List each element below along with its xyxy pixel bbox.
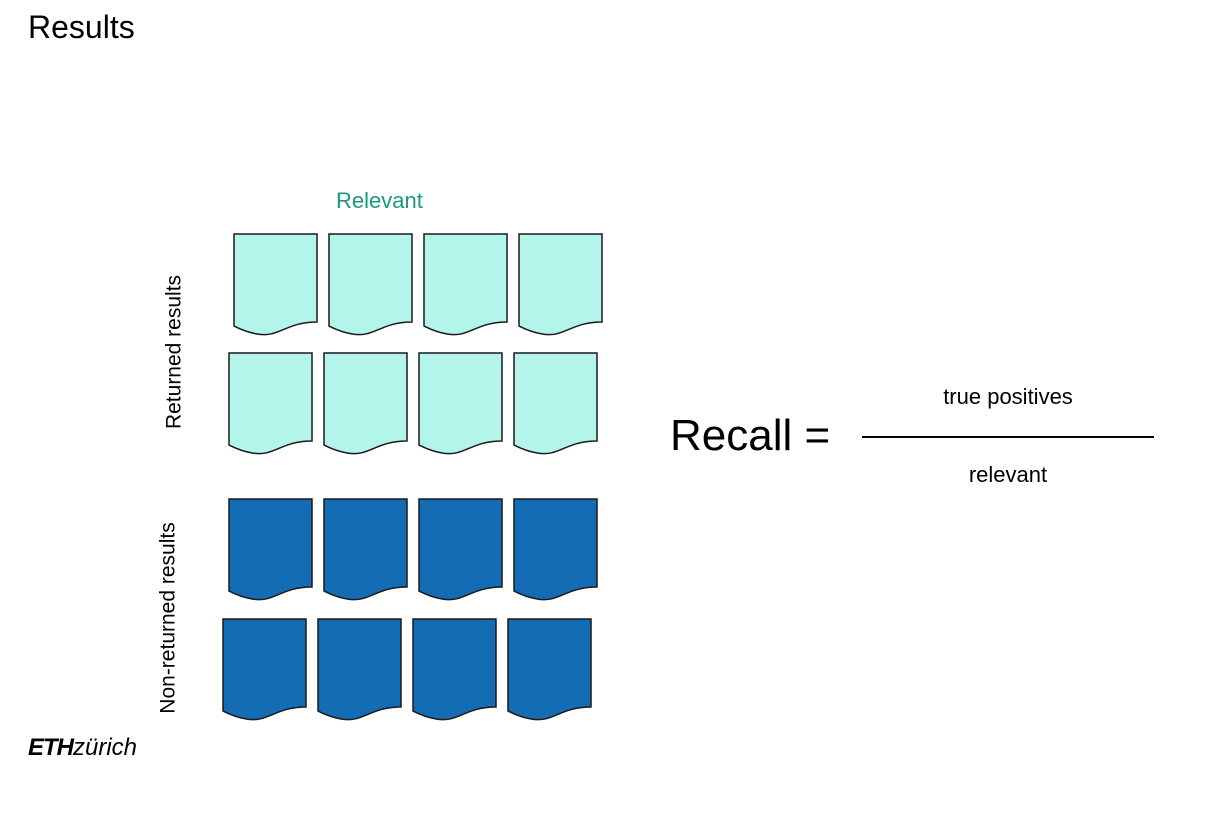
recall-lhs: Recall = <box>670 411 831 460</box>
document-icon <box>418 352 503 455</box>
document-icon <box>228 352 313 455</box>
document-icon <box>233 233 318 336</box>
fraction-line <box>862 436 1154 438</box>
document-icon <box>317 618 402 721</box>
formula-denominator: relevant <box>968 462 1048 487</box>
eth-zurich-logo: ETHzürich <box>28 734 137 763</box>
document-icon <box>228 498 313 601</box>
document-icon <box>507 618 592 721</box>
document-icon <box>513 498 598 601</box>
document-icon <box>323 352 408 455</box>
document-icon <box>222 618 307 721</box>
document-icon <box>412 618 497 721</box>
document-icon <box>513 352 598 455</box>
eth-logo-bold: ETH <box>28 734 74 761</box>
relevant-column-label: Relevant <box>336 188 423 213</box>
document-icon <box>418 498 503 601</box>
slide-title: Results <box>28 9 135 45</box>
document-icon <box>518 233 603 336</box>
document-icon <box>323 498 408 601</box>
eth-logo-light: zürich <box>73 734 138 761</box>
document-icon <box>328 233 413 336</box>
document-icon <box>423 233 508 336</box>
formula-numerator: true positives <box>943 384 1073 409</box>
